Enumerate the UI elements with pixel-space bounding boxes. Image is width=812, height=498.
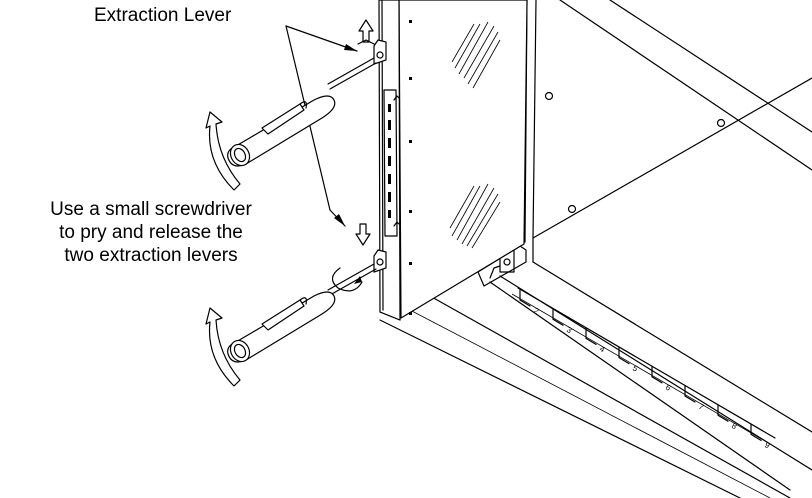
slot-number: 3 — [565, 325, 574, 335]
slot-tick — [717, 404, 729, 422]
slot-number: 7 — [697, 402, 706, 412]
lever-down-arrow-icon — [355, 223, 371, 246]
slot-tick — [519, 289, 531, 307]
slot-tick — [552, 308, 564, 326]
plug-in-module — [373, 0, 528, 321]
lever-up-arrow-icon — [357, 19, 375, 45]
slot-number-ruler: 2 3 4 5 6 7 8 9 — [511, 287, 776, 451]
slot-number: 2 — [532, 306, 541, 316]
screw-icon — [716, 118, 726, 128]
slot-number: 9 — [763, 440, 772, 450]
instruction-line: two extraction levers — [64, 245, 238, 266]
slot-tick — [651, 366, 663, 384]
instruction-line: Use a small screwdriver — [50, 199, 252, 220]
instruction-text: Use a small screwdriver to pry and relea… — [10, 198, 292, 267]
slot-number: 6 — [664, 383, 673, 393]
screw-icon — [544, 91, 554, 101]
lower-screwdriver — [205, 263, 377, 387]
lower-extraction-lever — [373, 249, 387, 273]
upper-screwdriver — [205, 57, 377, 191]
extraction-lever-label: Extraction Lever — [94, 5, 232, 26]
slot-number: 4 — [598, 344, 607, 354]
screw-icon — [567, 204, 577, 214]
slot-number: 8 — [730, 421, 739, 431]
slot-number: 5 — [631, 364, 640, 374]
slot-tick — [684, 385, 696, 403]
slot-tick — [618, 347, 630, 365]
instruction-line: to pry and release the — [59, 222, 243, 243]
slot-tick — [750, 423, 762, 441]
slot-tick — [585, 327, 597, 345]
